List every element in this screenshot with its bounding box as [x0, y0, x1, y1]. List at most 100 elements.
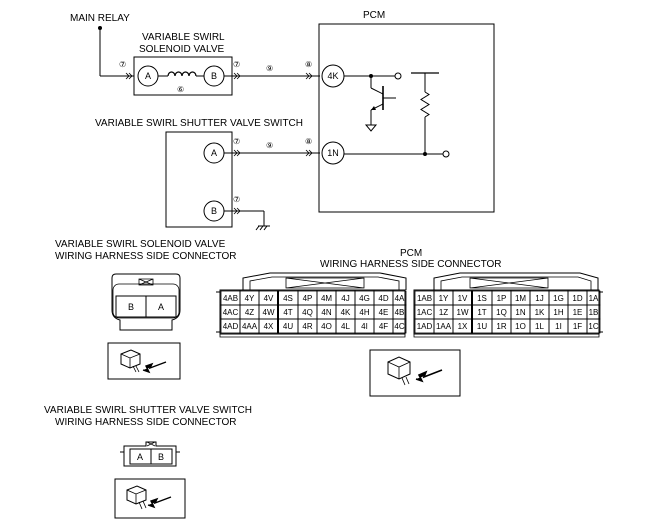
solenoid-title-1: VARIABLE SWIRL	[142, 32, 225, 43]
connector-pin-label: 4N	[321, 308, 331, 317]
resistor-icon	[420, 91, 430, 118]
connector-pin-label: 1D	[572, 294, 582, 303]
connector-pin-label: 4O	[321, 322, 332, 331]
ref-9: ⑨	[266, 141, 273, 150]
connector-pin-label: 1AC	[417, 308, 433, 317]
connector-pin-label: 4AB	[223, 294, 238, 303]
connector-pin-label: 1G	[553, 294, 564, 303]
connector-pin-label: 4T	[283, 308, 292, 317]
connector-pin-label: 4I	[361, 322, 368, 331]
ref-8: ⑧	[305, 137, 312, 146]
connector-pin-label: 1J	[535, 294, 543, 303]
connector-pin-label: 4R	[302, 322, 312, 331]
connector-pin-label: 1AB	[417, 294, 432, 303]
pcm-connector-right-grid: 1AB 1Y 1V 1S 1P 1M 1J 1G 1D 1A 1AC 1Z 1W 1T 1Q 1N 1K 1H 1E…	[414, 290, 601, 334]
switch-connector-face	[120, 441, 180, 467]
ref-7: ⑦	[233, 195, 240, 204]
connector-pin-label: 1R	[496, 322, 506, 331]
pcm-pin-4k-label: 4K	[327, 71, 338, 81]
chassis-ground-icon	[255, 225, 270, 231]
connector-pin-label: 1Z	[439, 308, 448, 317]
connector-pin-label: 4H	[359, 308, 369, 317]
sw-connector-title-2: WIRING HARNESS SIDE CONNECTOR	[55, 417, 237, 428]
connector-pin-label: 4Q	[302, 308, 313, 317]
connector-pin-label: 4S	[283, 294, 293, 303]
connector-pin-label: 1T	[477, 308, 486, 317]
connector-pin-label: 1K	[535, 308, 545, 317]
ref-7: ⑦	[233, 137, 240, 146]
emitter-arrow-icon	[371, 106, 376, 110]
sw-connector-pin-a: A	[137, 452, 143, 462]
sw-connector-title-1: VARIABLE SWIRL SHUTTER VALVE SWITCH	[44, 405, 252, 416]
connector-pin-label: 4G	[359, 294, 370, 303]
connector-pin-label: 1L	[535, 322, 544, 331]
connector-pin-label: 4AD	[223, 322, 239, 331]
connector-pin-label: 1V	[458, 294, 468, 303]
connector-pin-label: 1H	[553, 308, 563, 317]
pcm-pin-1n-label: 1N	[327, 148, 339, 158]
ground-icon	[364, 124, 378, 132]
solenoid-title-2: SOLENOID VALVE	[139, 44, 225, 55]
connector-pin-label: 1M	[515, 294, 526, 303]
connector-pin-label: 1B	[589, 308, 599, 317]
connector-pin-label: 4D	[378, 294, 388, 303]
sol-connector-title-2: WIRING HARNESS SIDE CONNECTOR	[55, 251, 237, 262]
pcm-label: PCM	[363, 10, 385, 21]
solenoid-pin-a-label: A	[145, 71, 151, 81]
connector-pin-label: 4K	[341, 308, 351, 317]
open-terminal	[394, 72, 402, 80]
connector-pin-label: 1U	[477, 322, 487, 331]
connector-pin-label: 4X	[264, 322, 274, 331]
connector-pin-label: 1I	[555, 322, 562, 331]
ref-8: ⑧	[305, 60, 312, 69]
connector-pin-label: 4A	[395, 294, 405, 303]
connector-pin-label: 4E	[379, 308, 389, 317]
solenoid-pin-b-label: B	[211, 71, 217, 81]
connector-pin-label: 1AD	[417, 322, 433, 331]
connector-pin-label: 1W	[457, 308, 469, 317]
connector-pin-label: 4F	[379, 322, 388, 331]
connector-pin-label: 1N	[515, 308, 525, 317]
ref-7: ⑦	[233, 60, 240, 69]
connector-pin-label: 4B	[395, 308, 405, 317]
sol-connector-pin-a: A	[158, 302, 164, 312]
connector-plug-icon	[107, 342, 181, 380]
ref-7: ⑦	[119, 60, 126, 69]
connector-cell	[586, 318, 601, 334]
main-relay-label: MAIN RELAY	[70, 13, 130, 24]
pcm-connector-title-1: PCM	[400, 248, 422, 259]
solenoid-connector-face	[111, 273, 181, 331]
pcm-connector-title-2: WIRING HARNESS SIDE CONNECTOR	[320, 259, 502, 270]
switch-pin-b-label: B	[211, 206, 217, 216]
connector-pin-label: 4V	[264, 294, 274, 303]
connector-pin-label: 4C	[394, 322, 404, 331]
switch-pin-a-label: A	[211, 148, 217, 158]
pcm-box	[318, 23, 495, 213]
connector-pin-label: 4M	[321, 294, 332, 303]
junction-dot	[423, 152, 427, 156]
connector-pin-label: 1Q	[496, 308, 507, 317]
ref-6: ⑥	[177, 85, 184, 94]
connector-pin-label: 1P	[497, 294, 507, 303]
connector-pin-label: 4W	[263, 308, 275, 317]
connector-pin-label: 4J	[341, 294, 349, 303]
connector-cell	[392, 318, 407, 334]
connector-pin-label: 4Y	[245, 294, 255, 303]
connector-pin-label: 4AA	[242, 322, 258, 331]
connector-pin-label: 1Y	[439, 294, 449, 303]
connector-pin-label: 4P	[303, 294, 313, 303]
connector-pin-label: 1A	[589, 294, 599, 303]
sol-connector-title-1: VARIABLE SWIRL SOLENOID VALVE	[55, 239, 226, 250]
connector-pin-label: 4L	[341, 322, 350, 331]
connector-pin-label: 1S	[477, 294, 487, 303]
connector-pin-label: 4U	[283, 322, 293, 331]
connector-pin-label: 1E	[573, 308, 583, 317]
solenoid-coil	[167, 71, 197, 77]
transistor-collector	[370, 87, 384, 95]
connector-pin-label: 1C	[588, 322, 598, 331]
pcm-pin-1n	[321, 141, 345, 165]
connector-pin-label: 1O	[515, 322, 526, 331]
connector-pin-label: 4Z	[245, 308, 254, 317]
shutter-switch-title: VARIABLE SWIRL SHUTTER VALVE SWITCH	[95, 118, 303, 129]
